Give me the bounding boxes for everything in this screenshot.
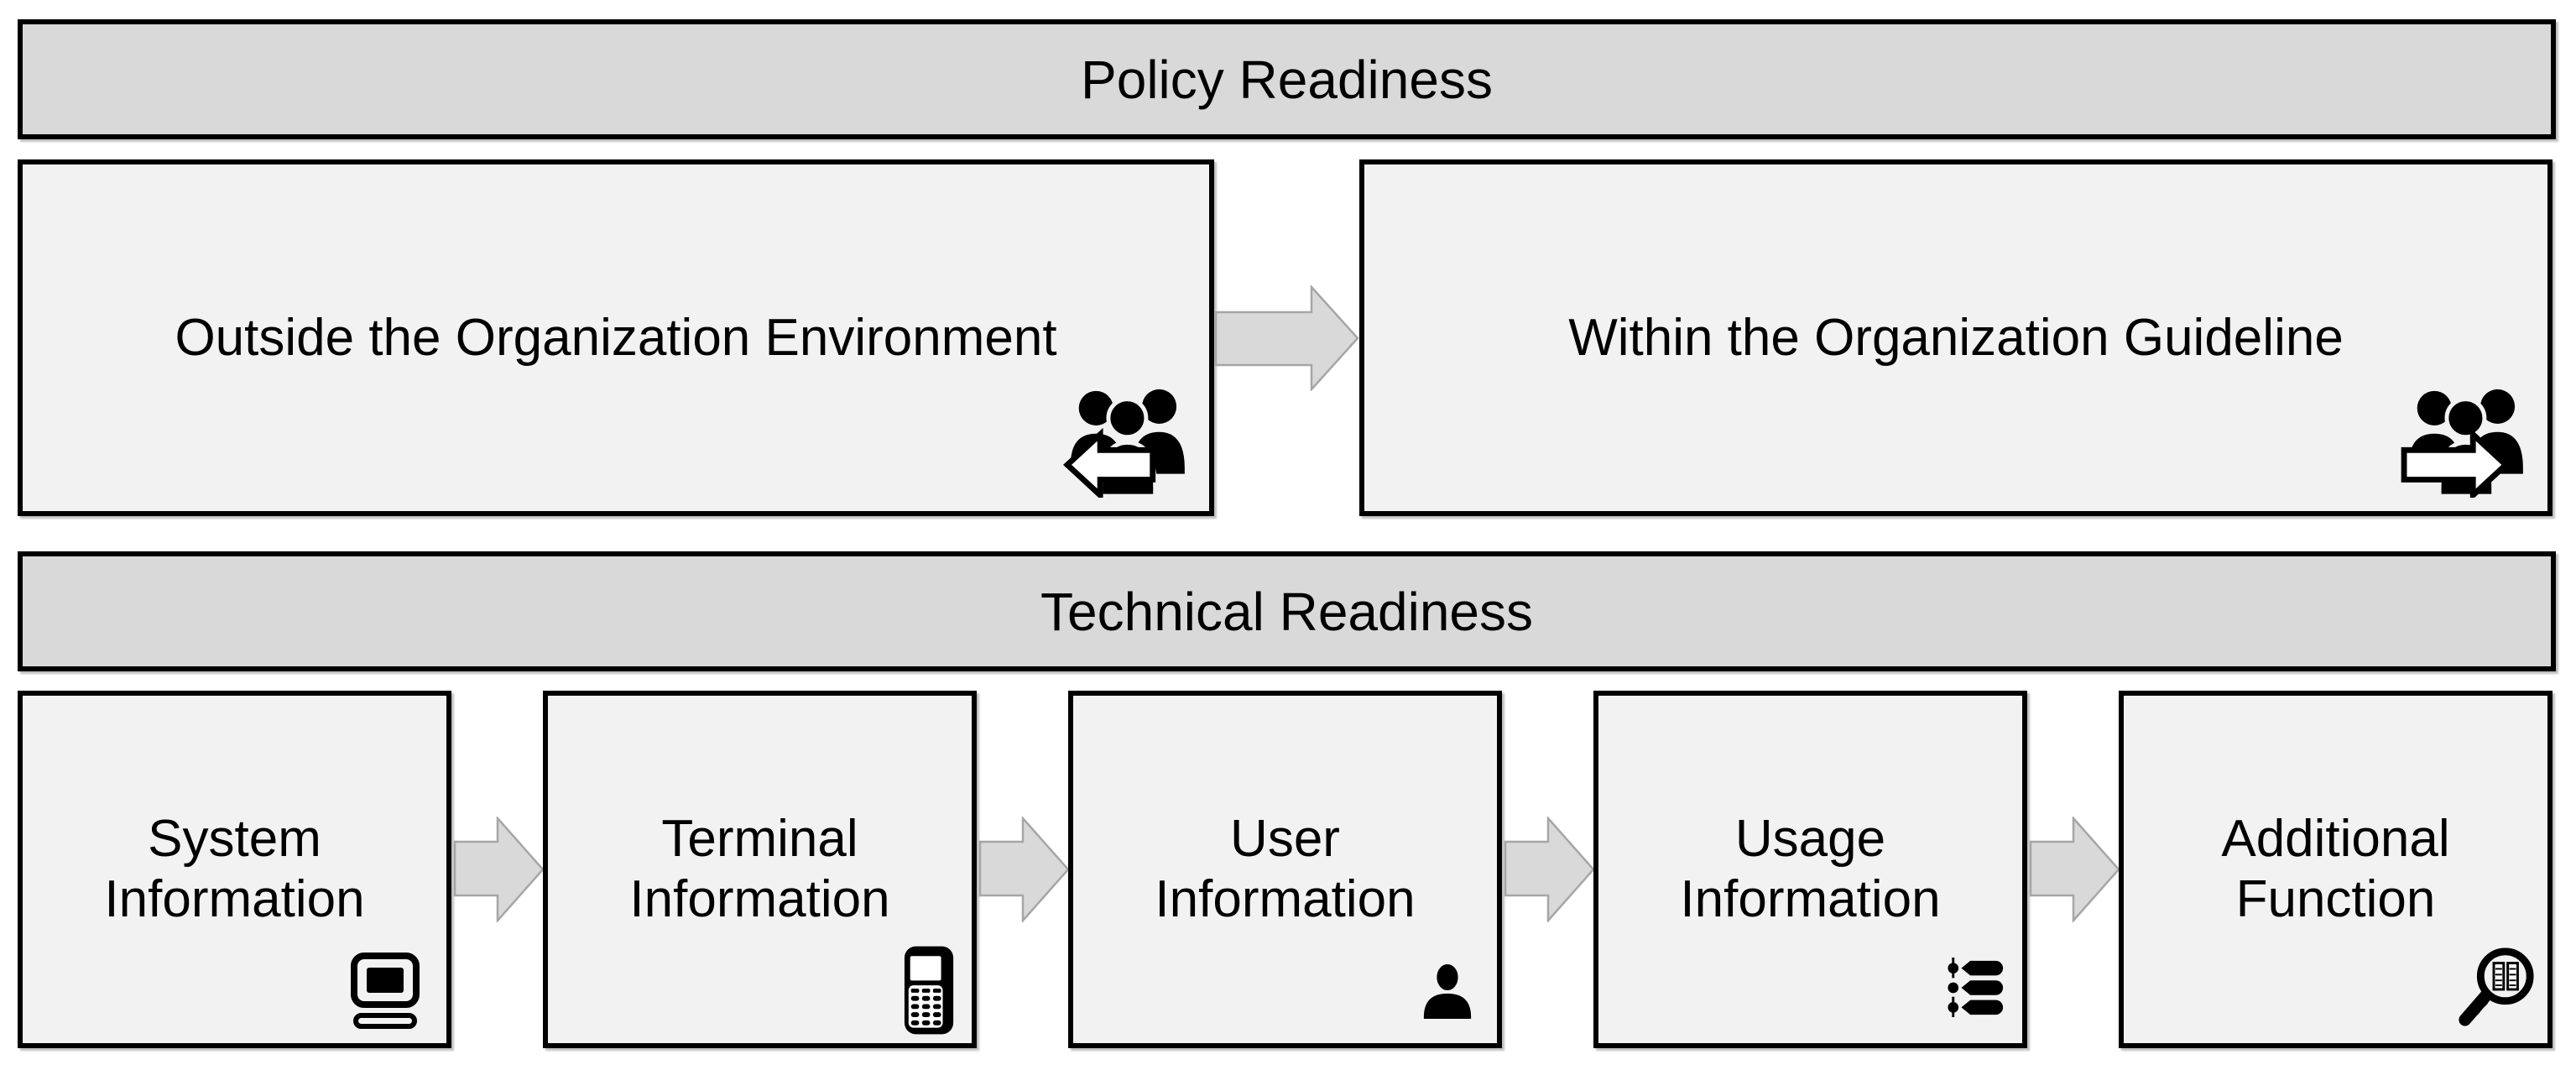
person-icon xyxy=(1420,961,1475,1020)
people-group-arrow-right-icon xyxy=(2397,386,2527,502)
additional-function-box: Additional Function xyxy=(2119,691,2553,1048)
mobile-phone-icon xyxy=(903,944,957,1036)
outside-organization-box: Outside the Organization Environment xyxy=(18,159,1214,516)
policy-readiness-title: Policy Readiness xyxy=(1081,49,1493,110)
usage-information-label: Usage Information xyxy=(1680,809,1940,930)
system-information-box: System Information xyxy=(18,691,451,1048)
box-label-line: Terminal xyxy=(661,810,858,869)
user-information-box: User Information xyxy=(1068,691,1502,1048)
within-organization-label: Within the Organization Guideline xyxy=(1568,308,2344,367)
box-label-line: Information xyxy=(104,870,365,928)
flow-arrow-right-icon xyxy=(2029,817,2120,922)
terminal-information-box: Terminal Information xyxy=(543,691,977,1048)
box-label-line: Function xyxy=(2235,870,2436,928)
magnifier-table-icon xyxy=(2453,942,2536,1035)
box-label-line: Information xyxy=(1155,870,1416,928)
flow-arrow-right-icon xyxy=(978,817,1070,922)
flow-arrow-right-icon xyxy=(1504,817,1595,922)
desktop-computer-icon xyxy=(349,951,421,1030)
usage-information-box: Usage Information xyxy=(1593,691,2027,1048)
bulleted-list-icon xyxy=(1943,958,2009,1018)
box-label-line: Information xyxy=(629,870,890,928)
box-label-line: Information xyxy=(1680,870,1941,928)
user-information-label: User Information xyxy=(1155,809,1415,930)
box-label-line: User xyxy=(1230,810,1340,869)
flow-arrow-right-icon xyxy=(453,817,545,922)
policy-readiness-header: Policy Readiness xyxy=(18,19,2556,139)
terminal-information-label: Terminal Information xyxy=(629,809,889,930)
additional-function-label: Additional Function xyxy=(2221,809,2449,930)
box-label-line: System xyxy=(148,810,321,869)
outside-organization-label: Outside the Organization Environment xyxy=(175,308,1057,367)
box-label-line: Usage xyxy=(1734,810,1886,869)
flow-arrow-right-icon xyxy=(1214,285,1359,391)
within-organization-box: Within the Organization Guideline xyxy=(1359,159,2553,516)
people-group-arrow-left-icon xyxy=(1059,386,1189,502)
technical-readiness-title: Technical Readiness xyxy=(1040,581,1533,642)
box-label-line: Additional xyxy=(2221,810,2450,869)
system-information-label: System Information xyxy=(104,809,364,930)
technical-readiness-header: Technical Readiness xyxy=(18,551,2556,671)
